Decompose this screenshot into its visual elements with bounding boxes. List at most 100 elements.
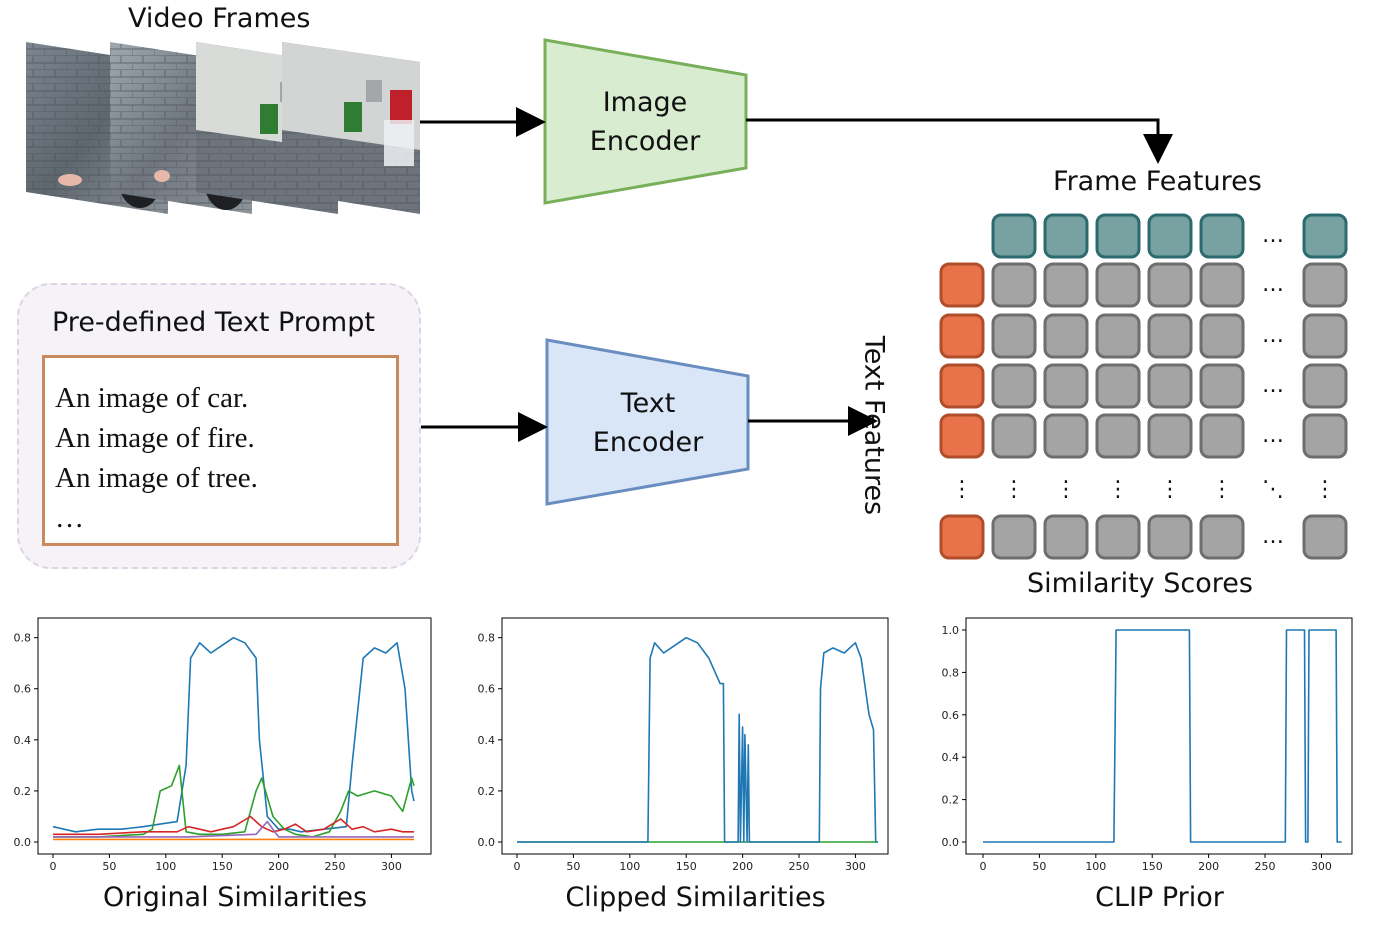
x-tick-label: 200 [268, 860, 289, 873]
frame-feature-cell [1302, 213, 1348, 259]
similarity-score-cell [991, 413, 1037, 459]
series-line [53, 820, 414, 838]
plot-caption-clipped: Clipped Similarities [565, 882, 826, 913]
similarity-score-cell [1199, 363, 1245, 409]
y-tick-label: 0.4 [942, 751, 960, 764]
x-tick-label: 50 [566, 860, 580, 873]
prompt-panel-title: Pre-defined Text Prompt [52, 307, 375, 338]
y-tick-label: 0.4 [14, 734, 32, 747]
y-tick-label: 1.0 [942, 624, 960, 637]
prompt-box: An image of car. An image of fire. An im… [42, 355, 399, 546]
y-tick-label: 0.0 [942, 836, 960, 849]
matrix-column-ellipsis: ⋮ [1314, 477, 1336, 502]
x-tick-label: 300 [1311, 860, 1332, 873]
prompt-line: An image of tree. [55, 462, 258, 494]
similarity-score-cell [1302, 262, 1348, 308]
similarity-score-cell [1302, 413, 1348, 459]
x-tick-label: 300 [381, 860, 402, 873]
y-tick-label: 0.2 [14, 785, 32, 798]
similarity-score-cell [1043, 413, 1089, 459]
plot-frame [965, 617, 1353, 855]
text-encoder-line2: Encoder [592, 427, 704, 458]
text-feature-cell [939, 514, 985, 560]
y-tick-label: 0.8 [942, 666, 960, 679]
matrix-row-ellipsis: … [1262, 524, 1284, 549]
similarity-score-cell [1302, 514, 1348, 560]
prompt-line: An image of fire. [55, 422, 255, 454]
x-tick-label: 200 [732, 860, 753, 873]
text-feature-cell [939, 363, 985, 409]
x-tick-label: 250 [325, 860, 346, 873]
x-tick-label: 250 [1255, 860, 1276, 873]
similarity-score-cell [991, 514, 1037, 560]
matrix-row-ellipsis: … [1262, 272, 1284, 297]
similarity-score-cell [1095, 262, 1141, 308]
y-tick-label: 0.6 [942, 709, 960, 722]
y-tick-label: 0.2 [942, 794, 960, 807]
similarity-score-cell [1147, 262, 1193, 308]
similarity-score-cell [1199, 514, 1245, 560]
plot-caption-clip-prior: CLIP Prior [1095, 882, 1224, 913]
x-tick-label: 0 [50, 860, 57, 873]
x-tick-label: 100 [619, 860, 640, 873]
y-tick-label: 0.8 [14, 632, 32, 645]
frame-features-title: Frame Features [1053, 166, 1262, 197]
similarity-score-cell [1147, 363, 1193, 409]
series-line [983, 629, 1342, 843]
text-encoder-label: Text Encoder [548, 384, 748, 462]
x-tick-label: 100 [155, 860, 176, 873]
similarity-score-cell [1043, 363, 1089, 409]
matrix-row-ellipsis: … [1262, 373, 1284, 398]
similarity-score-cell [991, 262, 1037, 308]
matrix-column-ellipsis: ⋮ [1107, 477, 1129, 502]
matrix-diagonal-ellipsis: ⋱ [1262, 477, 1284, 502]
frame-feature-cell [1043, 213, 1089, 259]
matrix-column-ellipsis: ⋮ [1211, 477, 1233, 502]
x-tick-label: 150 [1142, 860, 1163, 873]
text-feature-cell [939, 413, 985, 459]
matrix-row-ellipsis: … [1262, 423, 1284, 448]
frame-feature-cell [1095, 213, 1141, 259]
y-tick-label: 0.6 [14, 683, 32, 696]
text-encoder-line1: Text [620, 388, 676, 419]
y-tick-label: 0.4 [478, 734, 496, 747]
series-line [53, 764, 415, 838]
frame-feature-cell [1147, 213, 1193, 259]
series-line [517, 636, 878, 843]
image-encoder-line2: Encoder [589, 126, 701, 157]
y-tick-label: 0.8 [478, 632, 496, 645]
image-encoder-shape [543, 38, 748, 205]
video-frames [26, 42, 420, 214]
similarity-score-cell [1043, 262, 1089, 308]
similarity-score-cell [1147, 313, 1193, 359]
prompt-line: An image of car. [55, 382, 249, 414]
plot-caption-original: Original Similarities [102, 882, 368, 913]
y-tick-label: 0.2 [478, 785, 496, 798]
similarity-score-cell [991, 363, 1037, 409]
similarity-score-cell [991, 313, 1037, 359]
series-line [52, 636, 415, 833]
prompt-line: … [55, 502, 84, 534]
x-tick-label: 300 [845, 860, 866, 873]
image-encoder-label: Image Encoder [545, 83, 745, 161]
similarity-score-cell [1302, 363, 1348, 409]
encoder-to-frame-features-arrow [746, 118, 1173, 164]
similarity-scores-title: Similarity Scores [1027, 568, 1253, 599]
frame-feature-cell [1199, 213, 1245, 259]
x-tick-label: 150 [212, 860, 233, 873]
similarity-score-cell [1199, 313, 1245, 359]
similarity-score-cell [1147, 413, 1193, 459]
similarity-score-cell [1199, 413, 1245, 459]
similarity-score-cell [1095, 514, 1141, 560]
x-tick-label: 50 [1032, 860, 1046, 873]
video-frames-title: Video Frames [128, 3, 311, 34]
similarity-score-cell [1302, 313, 1348, 359]
similarity-score-cell [1095, 363, 1141, 409]
text-encoder-shape [545, 338, 750, 506]
x-tick-label: 50 [102, 860, 116, 873]
matrix-row-ellipsis: … [1262, 323, 1284, 348]
similarity-score-cell [1147, 514, 1193, 560]
